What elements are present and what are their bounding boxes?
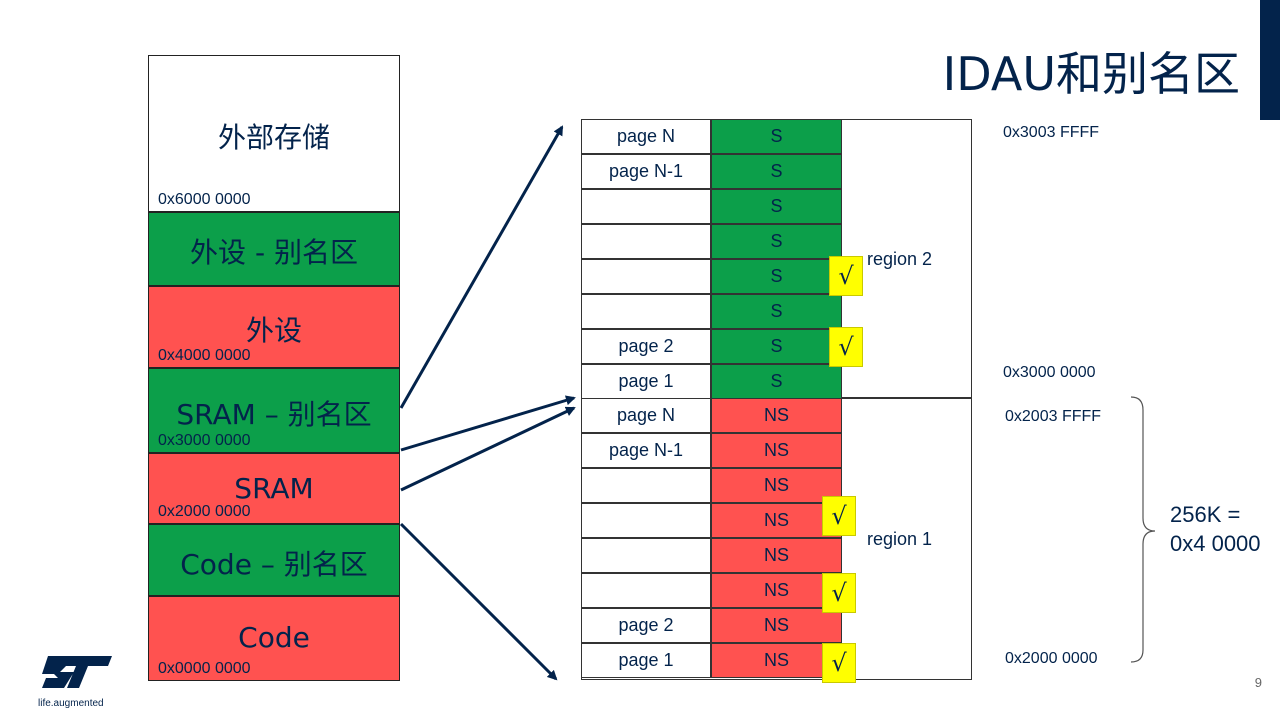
logo-tagline: life.augmented (38, 698, 104, 709)
mem-block-address: 0x0000 0000 (158, 660, 251, 677)
mem-block-address: 0x6000 0000 (158, 191, 251, 208)
size-label-line2: 0x4 0000 (1170, 531, 1261, 556)
st-logo-icon (42, 656, 112, 688)
page-cell (581, 503, 711, 538)
curly-brace (1130, 396, 1156, 663)
page-cell: page 2 (581, 608, 711, 643)
st-logo: life.augmented (30, 652, 120, 712)
mem-block-address: 0x2000 0000 (158, 503, 251, 520)
size-label-line1: 256K = (1170, 502, 1241, 527)
page-cell: page N (581, 119, 711, 154)
mem-block-label: Code (238, 621, 310, 654)
page-cell (581, 294, 711, 329)
mem-block-label: SRAM (234, 472, 314, 505)
address-label: 0x2000 0000 (1005, 650, 1098, 667)
arrow-sram-alias-to-region1-top (400, 395, 576, 452)
mem-block-peripheral-alias: 外设 - 别名区 (148, 212, 400, 286)
address-label: 0x2003 FFFF (1005, 408, 1102, 425)
arrow-sram-alias-to-region2-top (399, 125, 564, 409)
check-mark: √ (829, 327, 863, 367)
security-attr-cell: NS (711, 433, 842, 468)
security-attr-cell: NS (711, 398, 842, 433)
page-cell: page 1 (581, 643, 711, 678)
mem-block-label: 外部存储 (217, 121, 330, 154)
page-cell: page N-1 (581, 154, 711, 189)
mem-block-code-alias: Code – 别名区 (148, 524, 400, 596)
page-number: 9 (1254, 675, 1262, 690)
mem-block-label: 外设 - 别名区 (190, 236, 358, 269)
security-attr-cell: S (711, 154, 842, 189)
region-2-label: region 2 (867, 249, 933, 269)
mem-block-sram-alias: SRAM – 别名区 0x3000 0000 (148, 368, 400, 453)
arrow-sram-to-region1-bottom (399, 522, 558, 681)
slide-title: IDAU和别名区 (942, 47, 1240, 101)
page-cell: page N-1 (581, 433, 711, 468)
check-mark: √ (822, 643, 856, 683)
security-attr-cell: NS (711, 538, 842, 573)
page-cell (581, 573, 711, 608)
security-attr-cell: NS (711, 468, 842, 503)
security-attr-cell: S (711, 294, 842, 329)
mem-block-label: SRAM – 别名区 (176, 398, 372, 431)
page-cell: page 1 (581, 364, 711, 399)
page-cell (581, 224, 711, 259)
page-cell: page N (581, 398, 711, 433)
mem-block-code: Code 0x0000 0000 (148, 596, 400, 681)
check-mark: √ (822, 573, 856, 613)
address-label: 0x3003 FFFF (1003, 124, 1100, 141)
security-attr-cell: NS (711, 643, 842, 678)
arrow-sram-to-region1-top (400, 406, 576, 492)
security-attr-cell: S (711, 329, 842, 364)
region-1-label: region 1 (867, 529, 933, 549)
page-cell (581, 468, 711, 503)
corner-accent-bar (1260, 0, 1280, 120)
security-attr-cell: NS (711, 608, 842, 643)
security-attr-cell: S (711, 224, 842, 259)
page-cell (581, 259, 711, 294)
page-cell (581, 538, 711, 573)
mem-block-sram: SRAM 0x2000 0000 (148, 453, 400, 524)
security-attr-cell: S (711, 119, 842, 154)
security-attr-cell: NS (711, 503, 842, 538)
check-mark: √ (822, 496, 856, 536)
security-attr-cell: S (711, 364, 842, 399)
mem-block-peripheral: 外设 0x4000 0000 (148, 286, 400, 368)
mem-block-address: 0x4000 0000 (158, 347, 251, 364)
mem-block-label: 外设 (245, 314, 302, 347)
security-attr-cell: S (711, 259, 842, 294)
address-label: 0x3000 0000 (1003, 364, 1096, 381)
mem-block-address: 0x3000 0000 (158, 432, 251, 449)
check-mark: √ (829, 256, 863, 296)
page-cell (581, 189, 711, 224)
security-attr-cell: S (711, 189, 842, 224)
mem-block-label: Code – 别名区 (180, 548, 368, 581)
page-cell: page 2 (581, 329, 711, 364)
mem-block-external-storage: 外部存储 0x6000 0000 (148, 55, 400, 212)
